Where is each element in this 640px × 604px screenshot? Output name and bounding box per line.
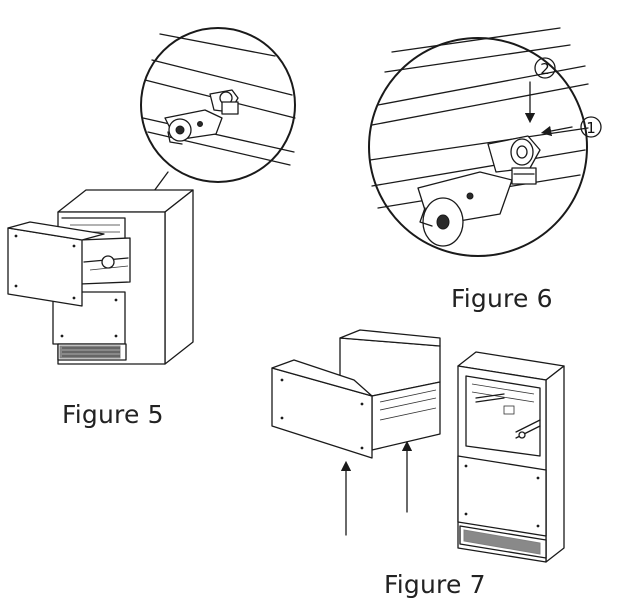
figure7-cabinet (457, 351, 565, 563)
figure6-illustration: 2 1 (368, 27, 602, 257)
figure6-detail-circle (368, 37, 588, 257)
figure5-drawer (7, 221, 131, 307)
figure5-caption: Figure 5 (62, 400, 164, 429)
figure6-arrow-1 (540, 125, 573, 137)
figure5-illustration (7, 27, 296, 365)
figure7-caption: Figure 7 (384, 570, 486, 599)
figure6-caption: Figure 6 (451, 284, 553, 313)
figure7-drawer (271, 329, 441, 459)
figure6-callout-1: 1 (586, 119, 596, 137)
figure6-callout-2: 2 (540, 60, 550, 78)
figure7-illustration (271, 329, 565, 563)
figure6-callout-2-circle (534, 57, 556, 79)
figure6-callout-1-circle (580, 116, 602, 138)
figure5-detail-circle (140, 27, 296, 183)
